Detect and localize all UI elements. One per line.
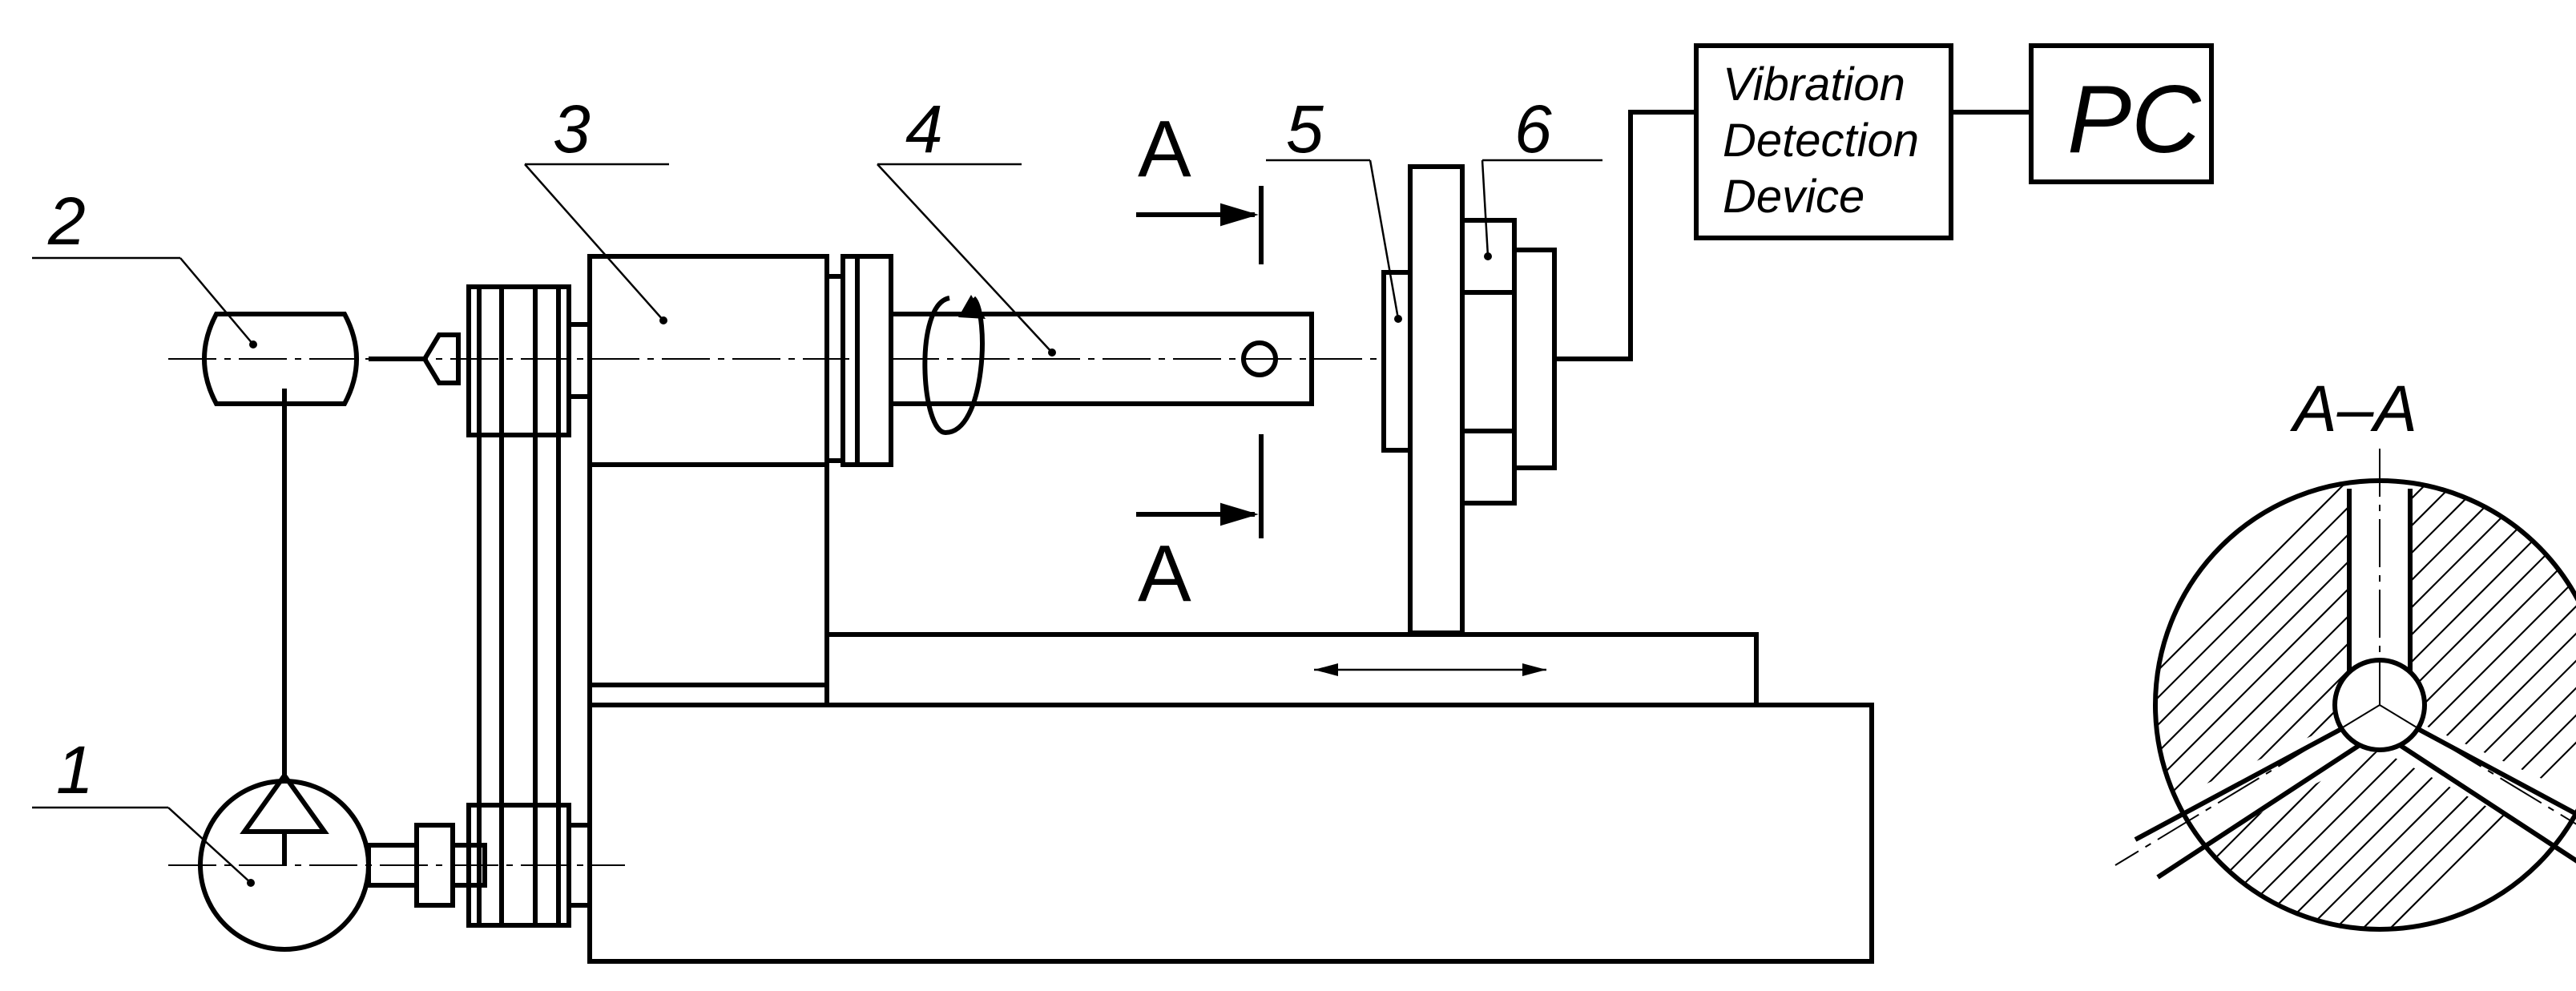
vibration-detection-device: Vibration Detection Device	[1694, 43, 1953, 240]
hatch-line	[2155, 481, 2555, 929]
hatch-line	[2155, 481, 2392, 929]
pc-box: PC	[2029, 43, 2214, 184]
hatch-line	[2209, 481, 2576, 929]
rotating-shaft	[889, 295, 1378, 436]
hatch-line	[2345, 481, 2576, 929]
hatch-line	[2372, 481, 2576, 929]
pc-label: PC	[2067, 66, 2202, 173]
headstock-pedestal	[587, 462, 829, 705]
section-mark-top: A	[1138, 104, 1191, 194]
detector-label-line3: Device	[1723, 171, 1864, 223]
hatch-line	[2236, 481, 2576, 929]
part-number-3: 3	[553, 91, 591, 167]
part-number-2: 2	[47, 183, 86, 259]
signal-cable	[1554, 110, 1696, 361]
spindle-housing	[587, 254, 829, 467]
detector-label-line2: Detection	[1723, 115, 1919, 167]
sliding-table	[824, 632, 1759, 707]
part-number-4: 4	[905, 91, 943, 167]
hatch-line	[2264, 481, 2576, 929]
sensor-holder	[1460, 218, 1557, 506]
part-number-6: 6	[1514, 91, 1552, 167]
part-number-1: 1	[56, 732, 94, 808]
hatch-line	[2318, 481, 2576, 929]
section-mark-bottom: A	[1138, 529, 1191, 618]
hatch-line	[2155, 481, 2501, 929]
hatch-line	[2155, 481, 2364, 929]
belt-drive	[466, 284, 592, 928]
hatch-line	[2155, 481, 2528, 929]
part-number-5: 5	[1286, 91, 1324, 167]
machine-bed	[587, 703, 1874, 964]
component-2	[168, 312, 849, 406]
section-title: A–A	[2289, 373, 2417, 445]
motor	[168, 771, 625, 952]
sensor-plate	[1381, 164, 1465, 635]
detector-label-line1: Vibration	[1723, 58, 1905, 111]
hatch-line	[2155, 481, 2419, 929]
part-callouts: 2 3 4 5 6 1	[32, 91, 1602, 887]
section-plane-marker: A A	[1136, 104, 1264, 618]
flange	[824, 254, 893, 467]
hatch-line	[2291, 481, 2576, 929]
section-view-a-a: A–A	[2114, 373, 2576, 932]
